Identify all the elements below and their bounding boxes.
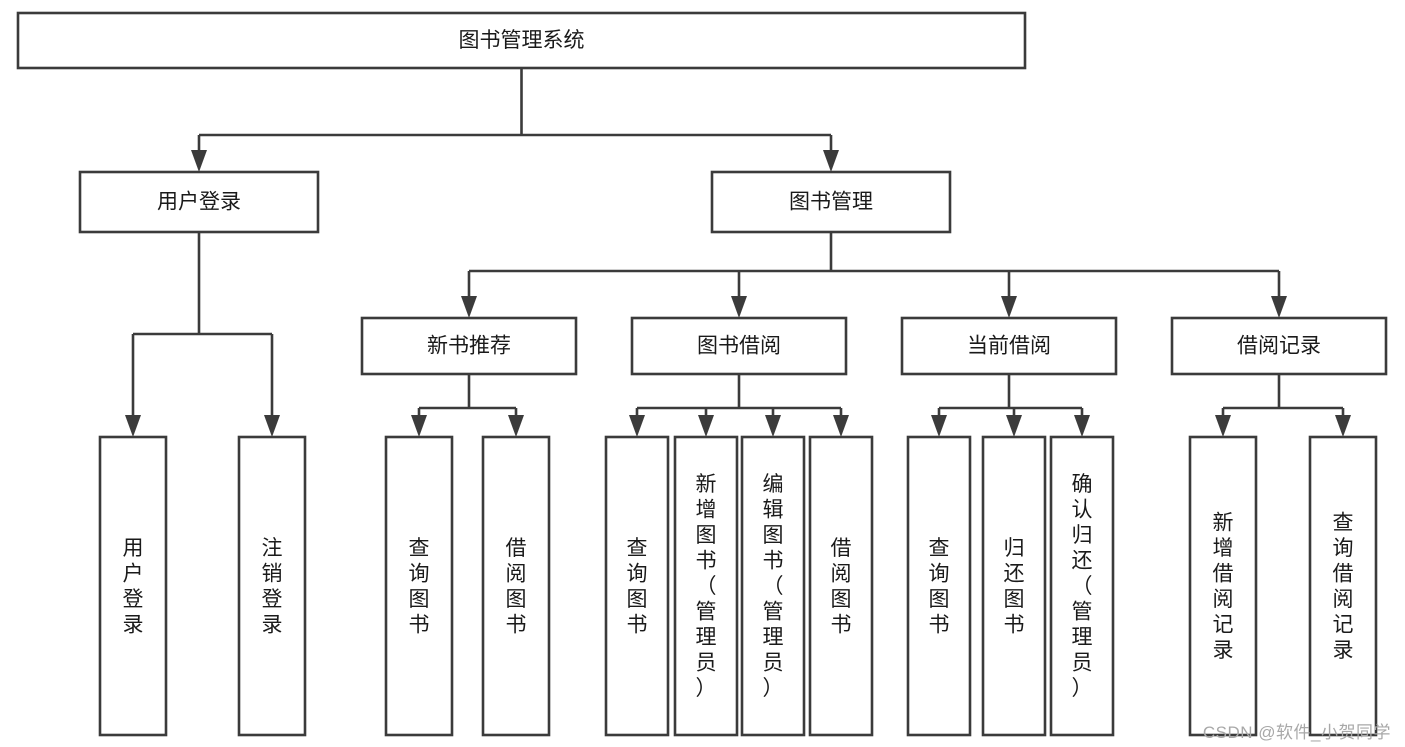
node-label-borrow-book-rec: 借阅图书 [506, 537, 527, 637]
node-borrow-record[interactable]: 借阅记录 [1170, 316, 1388, 376]
node-label-return-book: 归还图书 [1004, 537, 1025, 637]
node-box-borrow-book-borrow[interactable] [808, 435, 874, 737]
node-label-borrow-book-borrow: 借阅图书 [831, 537, 852, 637]
node-edit-book-admin[interactable]: 编辑图书（管理员） [740, 435, 806, 737]
node-box-add-borrow-record[interactable] [1188, 435, 1258, 737]
node-label-current-borrow: 当前借阅 [967, 335, 1051, 358]
node-box-user-login-leaf[interactable] [98, 435, 168, 737]
node-box-query-book-rec[interactable] [384, 435, 454, 737]
node-label-logout-leaf: 注销登录 [262, 537, 283, 637]
node-borrow-book-rec[interactable]: 借阅图书 [481, 435, 551, 737]
node-user-login-leaf[interactable]: 用户登录 [98, 435, 168, 737]
node-label-user-login-leaf: 用户登录 [123, 537, 144, 637]
node-label-query-book-rec: 查询图书 [409, 537, 430, 637]
node-box-new-book-rec[interactable] [360, 316, 578, 376]
node-box-user-login[interactable] [78, 170, 320, 234]
node-box-current-borrow[interactable] [900, 316, 1118, 376]
node-label-add-borrow-record: 新增借阅记录 [1213, 511, 1234, 662]
connectors-layer [125, 68, 1351, 437]
node-user-login[interactable]: 用户登录 [78, 170, 320, 234]
node-current-borrow[interactable]: 当前借阅 [900, 316, 1118, 376]
node-box-borrow-book-rec[interactable] [481, 435, 551, 737]
node-book-borrow[interactable]: 图书借阅 [630, 316, 848, 376]
node-label-new-book-rec: 新书推荐 [427, 335, 511, 358]
node-label-book-borrow: 图书借阅 [697, 335, 781, 358]
node-box-return-book[interactable] [981, 435, 1047, 737]
node-query-book-current[interactable]: 查询图书 [906, 435, 972, 737]
node-label-borrow-record: 借阅记录 [1237, 335, 1321, 358]
node-logout-leaf[interactable]: 注销登录 [237, 435, 307, 737]
node-add-borrow-record[interactable]: 新增借阅记录 [1188, 435, 1258, 737]
node-box-query-borrow-record[interactable] [1308, 435, 1378, 737]
node-label-confirm-return-admin: 确认归还（管理员） [1072, 473, 1093, 700]
node-box-query-book-borrow[interactable] [604, 435, 670, 737]
node-box-book-manage[interactable] [710, 170, 952, 234]
node-label-edit-book-admin: 编辑图书（管理员） [763, 473, 784, 700]
node-label-add-book-admin: 新增图书（管理员） [696, 473, 717, 700]
node-label-query-borrow-record: 查询借阅记录 [1333, 511, 1354, 662]
connector-group-current-borrow [931, 374, 1090, 437]
node-return-book[interactable]: 归还图书 [981, 435, 1047, 737]
connector-group-book-borrow [629, 374, 849, 437]
node-box-root[interactable] [16, 11, 1027, 70]
node-box-query-book-current[interactable] [906, 435, 972, 737]
node-box-book-borrow[interactable] [630, 316, 848, 376]
node-borrow-book-borrow[interactable]: 借阅图书 [808, 435, 874, 737]
node-add-book-admin[interactable]: 新增图书（管理员） [673, 435, 739, 737]
node-confirm-return-admin[interactable]: 确认归还（管理员） [1049, 435, 1115, 737]
node-root[interactable]: 图书管理系统 [16, 11, 1027, 70]
node-book-manage[interactable]: 图书管理 [710, 170, 952, 234]
connector-group-root [191, 68, 839, 172]
node-box-confirm-return-admin[interactable] [1049, 435, 1115, 737]
connector-group-new-book-rec [411, 374, 524, 437]
node-label-user-login: 用户登录 [157, 191, 241, 214]
node-query-book-rec[interactable]: 查询图书 [384, 435, 454, 737]
node-query-borrow-record[interactable]: 查询借阅记录 [1308, 435, 1378, 737]
node-label-book-manage: 图书管理 [789, 191, 873, 214]
node-box-add-book-admin[interactable] [673, 435, 739, 737]
node-box-edit-book-admin[interactable] [740, 435, 806, 737]
node-box-logout-leaf[interactable] [237, 435, 307, 737]
node-box-borrow-record[interactable] [1170, 316, 1388, 376]
node-label-query-book-borrow: 查询图书 [627, 537, 648, 637]
connector-group-user-login [125, 232, 280, 437]
connector-group-borrow-record [1215, 374, 1351, 437]
node-label-query-book-current: 查询图书 [929, 537, 950, 637]
node-new-book-rec[interactable]: 新书推荐 [360, 316, 578, 376]
nodes-layer: 图书管理系统用户登录图书管理新书推荐图书借阅当前借阅借阅记录用户登录注销登录查询… [16, 11, 1388, 737]
node-label-root: 图书管理系统 [459, 29, 585, 52]
connector-group-book-manage [461, 232, 1287, 318]
node-query-book-borrow[interactable]: 查询图书 [604, 435, 670, 737]
